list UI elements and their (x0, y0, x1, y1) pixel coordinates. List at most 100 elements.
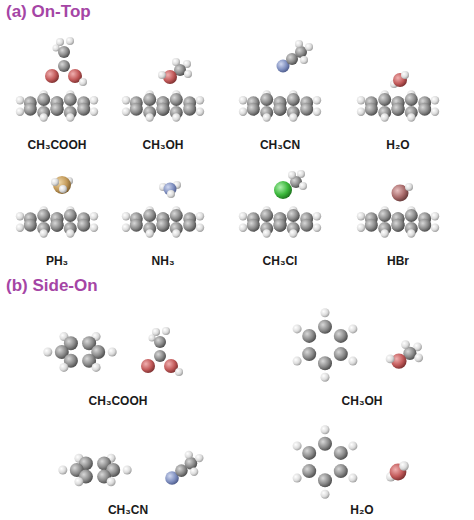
atom-sphere (77, 219, 90, 232)
atom-sphere (378, 209, 391, 222)
atom-sphere (414, 353, 423, 362)
atom-sphere (318, 356, 332, 370)
atom-sphere (392, 219, 405, 232)
atom-sphere (92, 363, 101, 372)
atom-sphere (300, 56, 308, 64)
atom-sphere (154, 336, 166, 348)
atom-sphere (334, 464, 348, 478)
atom-sphere (157, 103, 170, 116)
molecule-label: CH₃CN (108, 503, 148, 517)
atom-sphere (274, 219, 287, 232)
atom-sphere (321, 425, 330, 434)
atom-sphere (40, 229, 48, 237)
atom-sphere (274, 181, 292, 199)
atom-sphere (293, 441, 302, 450)
atom-sphere (287, 209, 300, 222)
atom-sphere (90, 224, 98, 232)
atom-sphere (405, 93, 418, 106)
molecule-label: CH₃OH (342, 394, 383, 408)
atom-sphere (299, 182, 307, 190)
atom-sphere (392, 103, 405, 116)
atom-sphere (260, 209, 273, 222)
atom-sphere (274, 103, 287, 116)
atom-sphere (53, 45, 60, 52)
atom-sphere (365, 103, 378, 116)
atom-sphere (293, 474, 302, 483)
atom-sphere (289, 113, 297, 121)
atom-sphere (318, 473, 332, 487)
atom-sphere (172, 113, 180, 121)
atom-sphere (16, 224, 24, 232)
atom-sphere (288, 171, 296, 179)
atom-sphere (302, 464, 316, 478)
atom-sphere (183, 103, 196, 116)
atom-sphere (157, 219, 170, 232)
atom-sphere (40, 113, 48, 121)
atom-sphere (302, 329, 316, 343)
atom-sphere (357, 96, 365, 104)
atom-sphere (154, 350, 166, 362)
atom-sphere (407, 113, 415, 121)
molecule-label: CH₃COOH (28, 138, 87, 152)
atom-sphere (274, 103, 287, 116)
atom-sphere (348, 357, 357, 366)
atom-sphere (122, 96, 130, 104)
atom-sphere (431, 108, 439, 116)
atom-sphere (77, 103, 90, 116)
atom-sphere (16, 212, 24, 220)
atom-sphere (405, 183, 413, 191)
molecule-label: CH₃CN (260, 138, 300, 152)
atom-sphere (196, 96, 204, 104)
atom-sphere (143, 209, 156, 222)
atom-sphere (289, 229, 297, 237)
atom-sphere (107, 477, 116, 486)
atom-sphere (185, 451, 193, 459)
atom-sphere (392, 103, 405, 116)
atom-sphere (167, 190, 175, 198)
atom-sphere (16, 108, 24, 116)
atom-sphere (184, 70, 192, 78)
atom-sphere (43, 348, 52, 357)
atom-sphere (196, 212, 204, 220)
molecule-label: H₂O (350, 503, 373, 517)
atom-sphere (418, 219, 431, 232)
atom-sphere (239, 212, 247, 220)
atom-sphere (37, 93, 50, 106)
atom-sphere (239, 224, 247, 232)
atom-sphere (263, 113, 271, 121)
atom-sphere (146, 113, 154, 121)
atom-sphere (59, 363, 68, 372)
atom-sphere (172, 229, 180, 237)
atom-sphere (334, 347, 348, 361)
atom-sphere (239, 108, 247, 116)
atom-sphere (313, 224, 321, 232)
atom-sphere (334, 446, 348, 460)
atom-sphere (321, 490, 330, 499)
atom-sphere (302, 347, 316, 361)
atom-sphere (247, 103, 260, 116)
atom-sphere (302, 446, 316, 460)
atom-sphere (123, 466, 132, 475)
atom-sphere (348, 474, 357, 483)
atom-sphere (247, 219, 260, 232)
atom-sphere (357, 108, 365, 116)
atom-sphere (300, 103, 313, 116)
molecule-label: HBr (387, 254, 409, 268)
atom-sphere (64, 209, 77, 222)
atom-sphere (58, 466, 67, 475)
atom-sphere (260, 93, 273, 106)
atom-sphere (321, 308, 330, 317)
molecule-label: PH₃ (46, 254, 68, 268)
molecule-label: CH₃Cl (263, 254, 298, 268)
atom-sphere (431, 212, 439, 220)
atom-sphere (401, 340, 410, 349)
atom-sphere (90, 212, 98, 220)
atom-sphere (122, 108, 130, 116)
atom-sphere (51, 178, 59, 186)
atom-sphere (287, 93, 300, 106)
atom-sphere (381, 113, 389, 121)
atom-sphere (365, 219, 378, 232)
atom-sphere (122, 212, 130, 220)
atom-sphere (51, 103, 64, 116)
atom-sphere (321, 373, 330, 382)
